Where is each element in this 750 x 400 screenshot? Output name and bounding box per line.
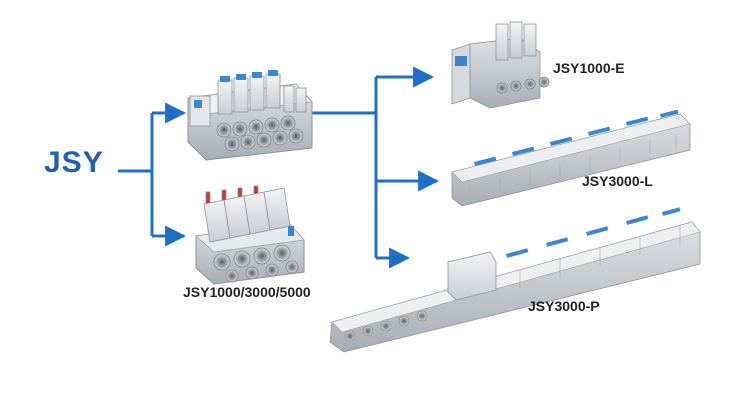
product-image-jsy1000e [451, 21, 550, 109]
connector-arrows [118, 66, 440, 269]
label-jsy3000p: JSY3000-P [528, 298, 600, 314]
product-image-jsy3000l [451, 109, 691, 207]
product-image-bottom-manifold [195, 185, 305, 285]
jsy3000l-modules [474, 109, 679, 166]
product-image-top-manifold [187, 70, 313, 161]
label-jsy1000-3000-5000: JSY1000/3000/5000 [183, 284, 311, 300]
label-jsy1000e: JSY1000-E [553, 60, 625, 76]
root-series-label: JSY [44, 146, 104, 179]
label-jsy3000l: JSY3000-L [582, 173, 653, 189]
product-image-jsy3000p [329, 207, 701, 353]
